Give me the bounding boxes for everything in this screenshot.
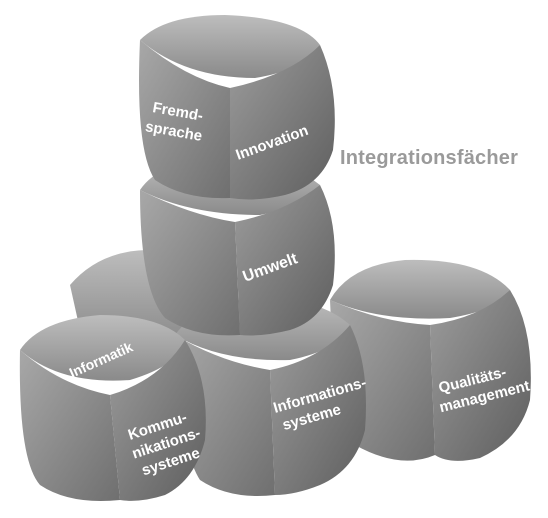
- diagram-title: Integrationsfächer: [340, 147, 519, 169]
- cube-innovation: Fremd- sprache Innovation: [139, 15, 335, 200]
- cube-kommunikationssysteme: Informatik Kommu- nikations- systeme: [19, 315, 206, 501]
